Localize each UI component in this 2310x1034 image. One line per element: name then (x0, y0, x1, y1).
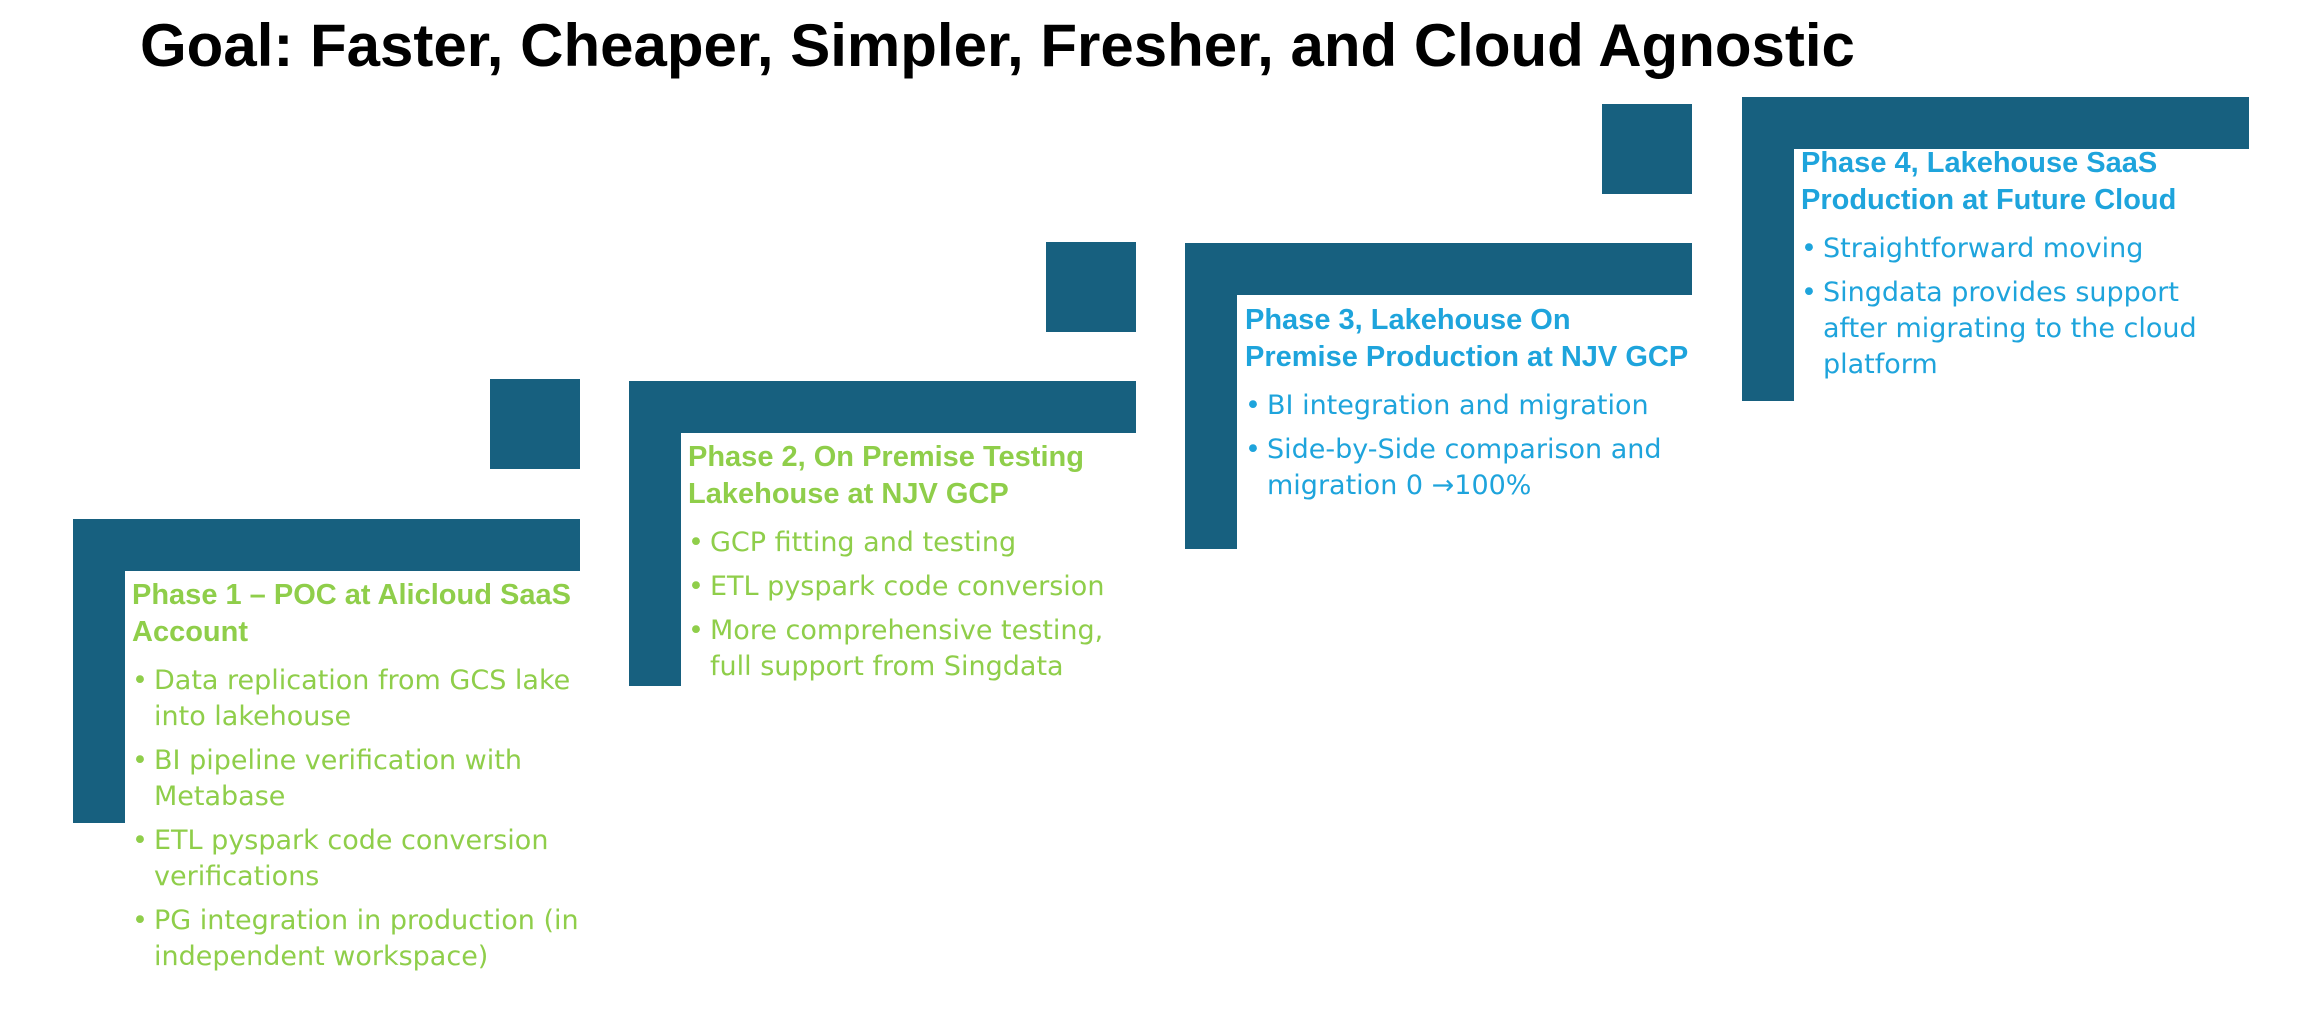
stair-step-3-top-bar (1185, 243, 1692, 295)
phase-4-bullet: •Straightforward moving (1801, 231, 2251, 267)
phase-1: Phase 1 – POC at Alicloud SaaS Account •… (132, 577, 592, 983)
phase-1-bullet: •ETL pyspark code conversion verificatio… (132, 825, 549, 892)
phase-3-title: Phase 3, Lakehouse On Premise Production… (1245, 304, 1689, 373)
stair-step-3-arrow (1602, 104, 1692, 194)
stair-step-4-top-bar (1742, 97, 2249, 149)
bullet-dot-icon: • (132, 745, 148, 776)
phase-1-bullets: •Data replication from GCS lake into lak… (132, 663, 592, 975)
stair-step-1-top-bar (73, 519, 580, 571)
phase-1-title: Phase 1 – POC at Alicloud SaaS Account (132, 579, 571, 648)
phase-2-bullets: •GCP fitting and testing •ETL pyspark co… (688, 525, 1128, 685)
phase-3-bullet: •Side-by-Side comparison and migration 0… (1245, 434, 1662, 501)
bullet-dot-icon: • (688, 571, 704, 602)
phase-3-bullet: •BI integration and migration (1245, 388, 1690, 424)
stair-step-3-side-bar (1185, 243, 1237, 549)
page-title: Goal: Faster, Cheaper, Simpler, Fresher,… (140, 12, 1855, 79)
phase-1-bullet: •Data replication from GCS lake into lak… (132, 665, 571, 732)
phase-4-bullet: •Singdata provides support after migrati… (1801, 277, 2197, 380)
phase-3: Phase 3, Lakehouse On Premise Production… (1245, 302, 1690, 512)
phase-2: Phase 2, On Premise Testing Lakehouse at… (688, 439, 1128, 693)
bullet-dot-icon: • (1245, 434, 1261, 465)
phase-2-bullet: •ETL pyspark code conversion (688, 569, 1128, 605)
bullet-dot-icon: • (132, 905, 148, 936)
bullet-dot-icon: • (1245, 390, 1261, 421)
phase-4: Phase 4, Lakehouse SaaS Production at Fu… (1801, 145, 2251, 391)
bullet-dot-icon: • (1801, 277, 1817, 308)
stair-step-4-side-bar (1742, 97, 1794, 401)
phase-4-bullets: •Straightforward moving •Singdata provid… (1801, 231, 2251, 383)
bullet-dot-icon: • (132, 825, 148, 856)
stair-step-2-top-bar (629, 381, 1136, 433)
phase-2-title: Phase 2, On Premise Testing Lakehouse at… (688, 441, 1084, 510)
phase-1-bullet: •PG integration in production (in indepe… (132, 905, 579, 972)
phase-1-bullet: •BI pipeline verification with Metabase (132, 745, 522, 812)
phase-3-bullets: •BI integration and migration •Side-by-S… (1245, 388, 1690, 504)
stair-step-1-side-bar (73, 519, 125, 823)
bullet-dot-icon: • (688, 527, 704, 558)
bullet-dot-icon: • (688, 615, 704, 646)
phase-2-bullet: •GCP fitting and testing (688, 525, 1128, 561)
bullet-dot-icon: • (1801, 233, 1817, 264)
stair-step-2-side-bar (629, 381, 681, 686)
stair-step-2-arrow (1046, 242, 1136, 332)
stair-step-1-arrow (490, 379, 580, 469)
bullet-dot-icon: • (132, 665, 148, 696)
phase-2-bullet: •More comprehensive testing, full suppor… (688, 615, 1104, 682)
phase-4-title: Phase 4, Lakehouse SaaS Production at Fu… (1801, 147, 2177, 216)
